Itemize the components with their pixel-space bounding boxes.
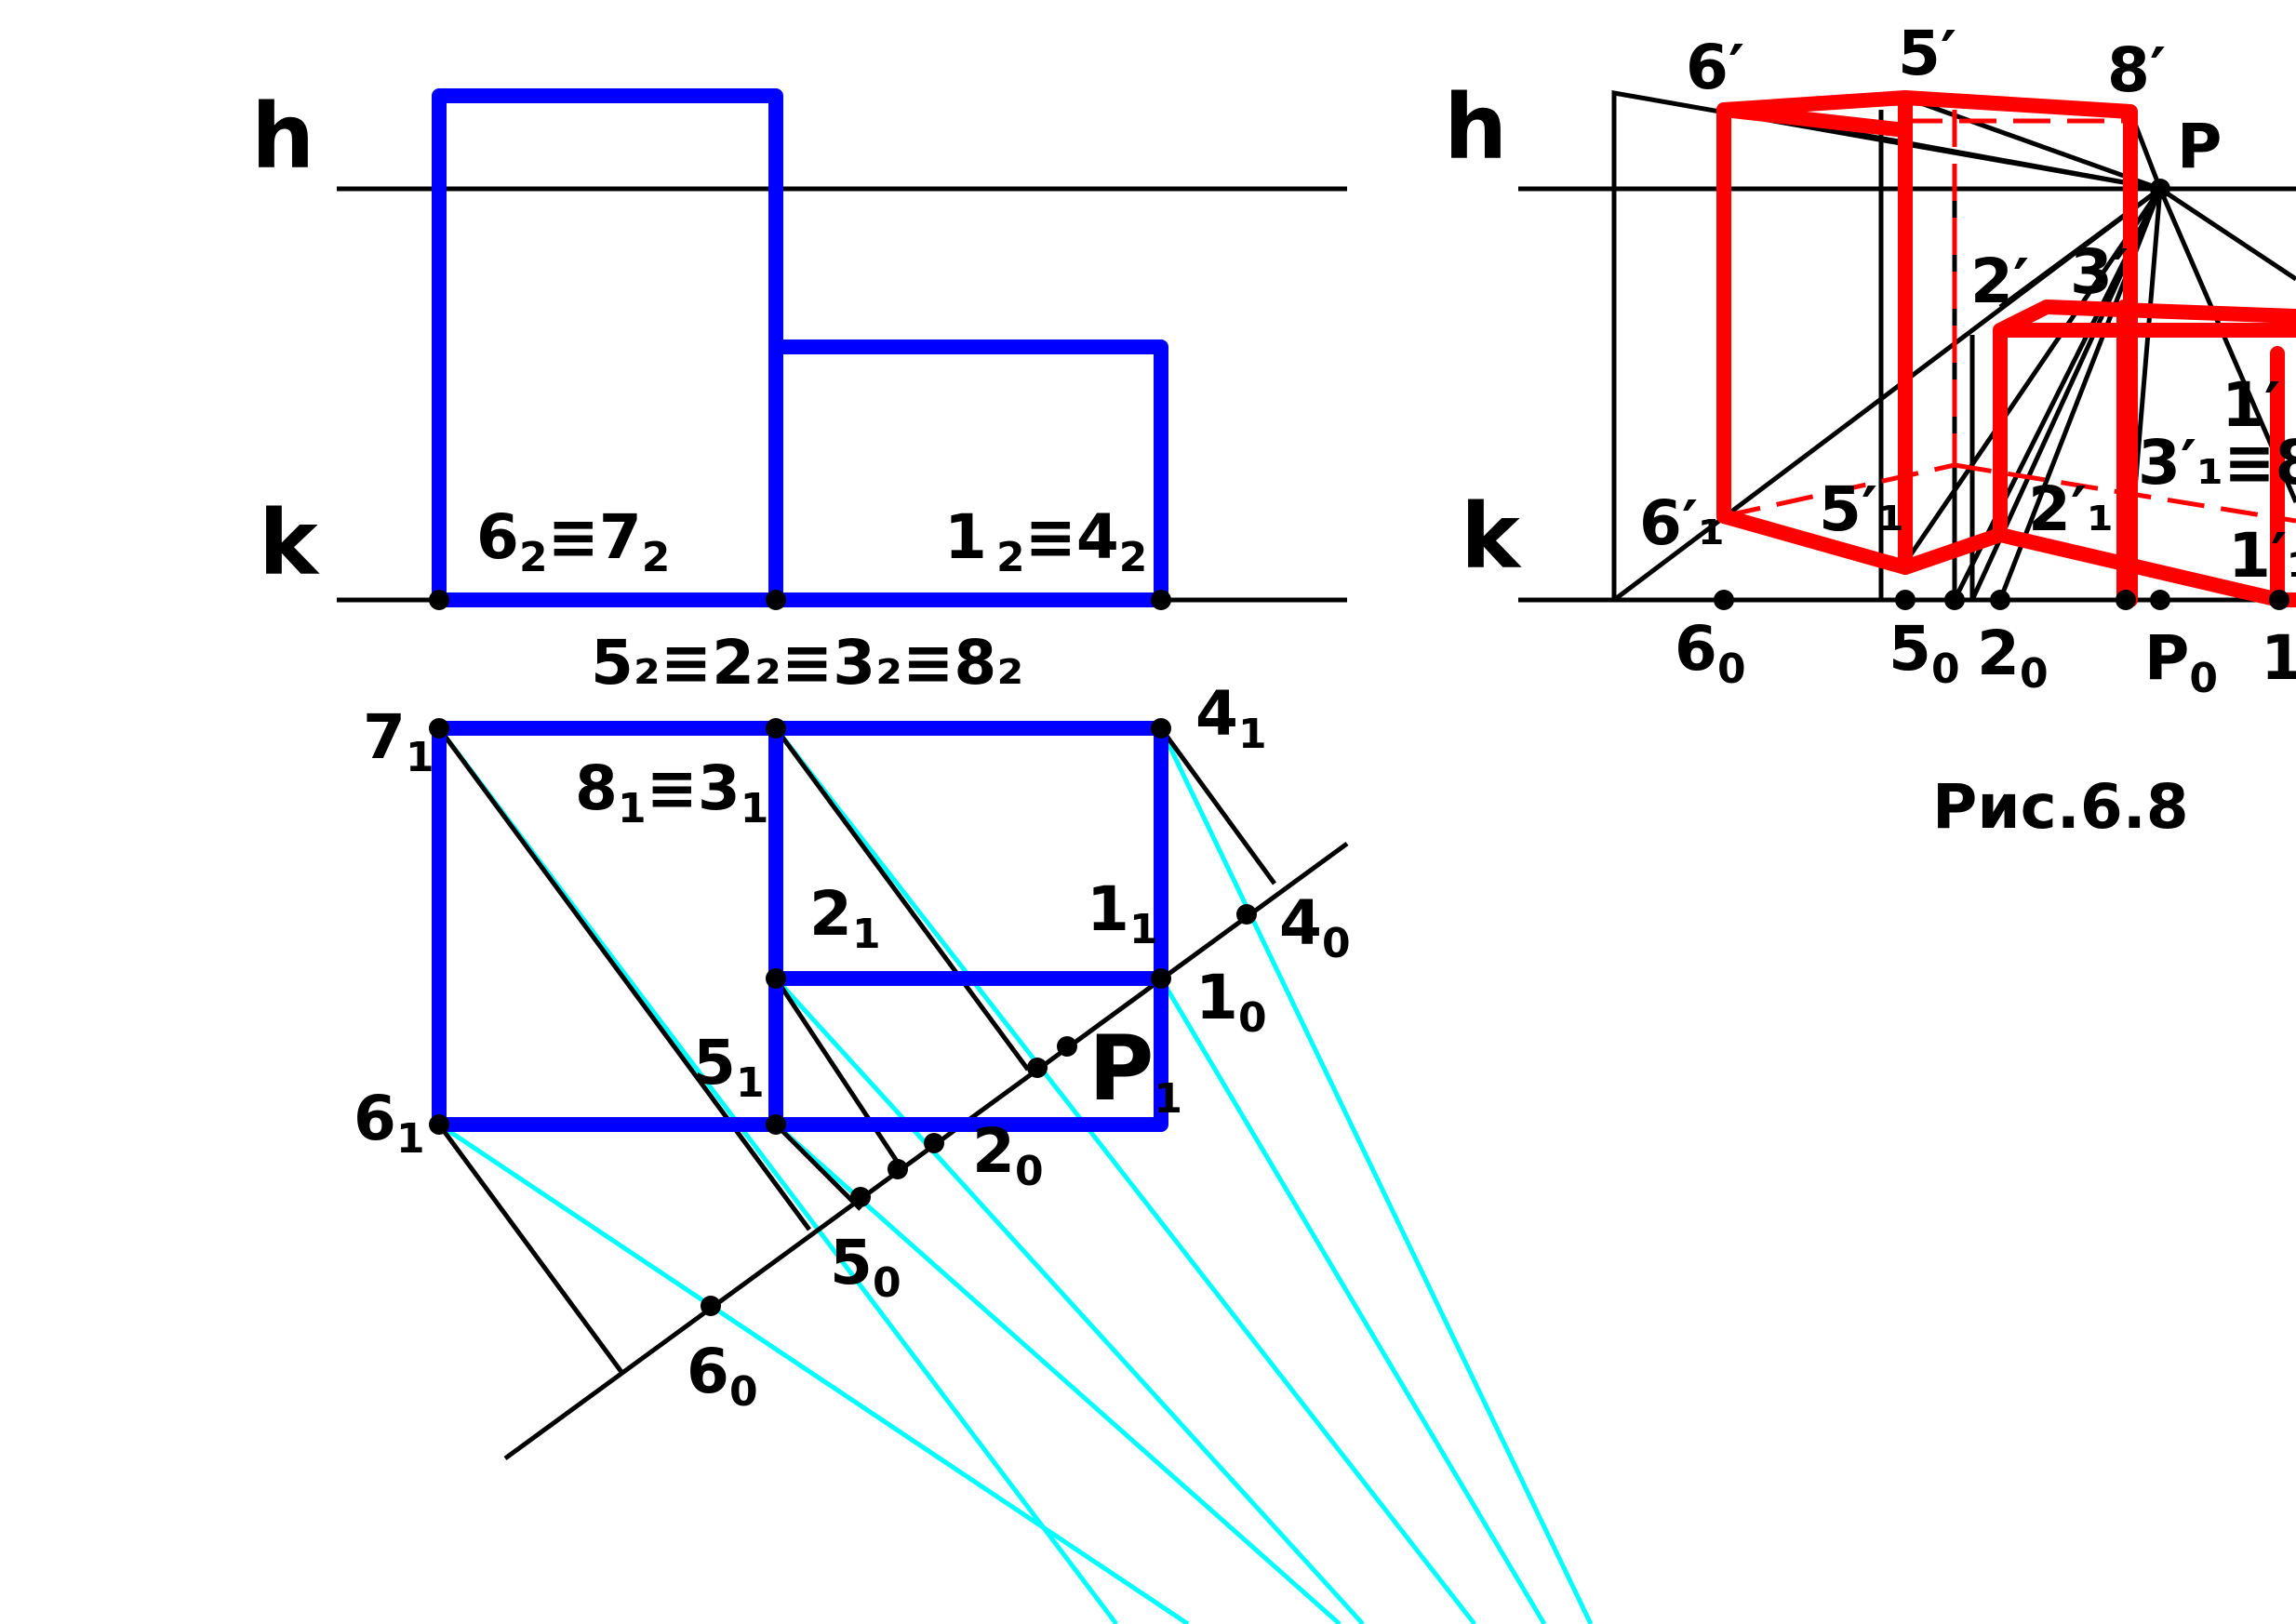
point-6-2 bbox=[429, 590, 449, 610]
label-6-0-r: 60 bbox=[1675, 613, 1746, 693]
point-5-0-r bbox=[1895, 590, 1916, 610]
ray-4 bbox=[1158, 726, 1594, 1624]
low-block-top bbox=[1993, 300, 2296, 338]
point-1-0-r bbox=[2269, 590, 2289, 610]
projector-7 bbox=[436, 726, 812, 1231]
point-5-0 bbox=[850, 1187, 871, 1207]
projector-8 bbox=[773, 726, 1031, 1072]
point-7-1 bbox=[429, 718, 449, 739]
ray-6 bbox=[437, 1122, 1190, 1624]
right-view: h k 6′ 5′ 8′ P 2′ 3′ 1′ 3′₁≡8′ 6′₁ 5′₁ 2… bbox=[1444, 18, 2296, 843]
point-P-0-r bbox=[2150, 590, 2170, 610]
point-2-1 bbox=[766, 968, 786, 989]
label-7-1: 71 bbox=[363, 701, 434, 781]
point-x-0-r bbox=[1944, 590, 1965, 610]
picture-plane-trace bbox=[503, 841, 1349, 1461]
figure-caption: Рис.6.8 bbox=[1932, 771, 2189, 843]
projector-5 bbox=[774, 1123, 862, 1211]
label-P: P bbox=[2177, 111, 2222, 182]
label-6-1-prime: 6′₁ bbox=[1639, 487, 1725, 559]
label-6-2: 62≡72 bbox=[476, 501, 670, 581]
ray-5 bbox=[774, 1123, 1342, 1624]
label-2-1-prime: 2′₁ bbox=[2028, 473, 2114, 545]
point-P-1 bbox=[1057, 1036, 1077, 1057]
ray-2 bbox=[774, 977, 1365, 1624]
point-2-0 bbox=[924, 1133, 944, 1153]
plan-outline bbox=[432, 721, 1168, 1132]
right-points bbox=[1714, 179, 2289, 610]
perspective-solid bbox=[1716, 90, 2296, 607]
point-4-1 bbox=[1151, 718, 1171, 739]
label-3-prime: 3′ bbox=[2070, 236, 2129, 308]
ray-51-to-P bbox=[1902, 187, 2163, 565]
point-1-1 bbox=[1151, 968, 1171, 989]
ray-5-to-P bbox=[1904, 95, 2161, 192]
label-4-0: 40 bbox=[1279, 887, 1351, 967]
label-1-prime: 1′ bbox=[2222, 369, 2280, 441]
point-6-0-r bbox=[1714, 590, 1734, 610]
label-P-0-r: P0 bbox=[2144, 622, 2218, 702]
label-6-prime: 6′ bbox=[1686, 32, 1744, 103]
label-6-1: 61 bbox=[354, 1083, 425, 1163]
label-4-1: 41 bbox=[1195, 678, 1267, 758]
label-1-1-prime: 1′₁ bbox=[2228, 520, 2296, 592]
point-P bbox=[2150, 179, 2170, 199]
label-h-right: h bbox=[1444, 75, 1507, 180]
label-5-0-r: 50 bbox=[1889, 613, 1960, 693]
label-2-1: 21 bbox=[809, 878, 881, 958]
label-2-0-r: 20 bbox=[1977, 618, 2049, 698]
label-6-0: 60 bbox=[687, 1336, 758, 1416]
label-1-0: 10 bbox=[1195, 962, 1267, 1042]
ray-P-right bbox=[2158, 186, 2296, 282]
label-2-prime: 2′ bbox=[1970, 246, 2029, 317]
point-5-1 bbox=[766, 1114, 786, 1135]
label-3-1-prime: 3′₁≡8′ bbox=[2138, 427, 2296, 499]
point-6-1 bbox=[429, 1114, 449, 1135]
label-5-prime: 5′ bbox=[1898, 18, 1956, 89]
ray-8 bbox=[774, 726, 1476, 1624]
label-8-1: 81≡31 bbox=[575, 752, 768, 832]
left-points bbox=[429, 590, 1257, 1316]
point-5-2 bbox=[766, 590, 786, 610]
label-h-left: h bbox=[251, 85, 314, 189]
label-2-0: 20 bbox=[972, 1115, 1044, 1195]
tall-block-top-front bbox=[1716, 102, 1913, 138]
label-1-1: 11 bbox=[1087, 873, 1158, 953]
point-3-0 bbox=[888, 1159, 908, 1179]
label-k-right: k bbox=[1461, 485, 1522, 589]
label-5-1-prime: 5′₁ bbox=[1819, 473, 1904, 545]
point-2-0-r bbox=[1990, 590, 2010, 610]
ray-1 bbox=[1158, 977, 1547, 1624]
label-8-prime: 8′ bbox=[2107, 34, 2166, 106]
tall-block-base bbox=[1716, 509, 2008, 575]
point-8-0-r bbox=[2116, 590, 2136, 610]
point-8-1 bbox=[766, 718, 786, 739]
label-P-1: P1 bbox=[1088, 1017, 1182, 1123]
label-5-1: 51 bbox=[693, 1027, 765, 1107]
label-1-r: 1 bbox=[2261, 622, 2296, 694]
point-4-0 bbox=[1236, 904, 1257, 925]
point-1-2 bbox=[1151, 590, 1171, 610]
projector-2 bbox=[773, 977, 901, 1165]
projector-4 bbox=[1158, 726, 1277, 885]
label-5-0: 50 bbox=[830, 1227, 901, 1307]
label-k-left: k bbox=[259, 491, 320, 595]
hidden-edge-base-1 bbox=[1723, 462, 1956, 519]
point-6-0 bbox=[701, 1296, 721, 1316]
point-8-0 bbox=[1027, 1058, 1048, 1078]
projector-6 bbox=[436, 1123, 624, 1374]
label-5-2-chain: 5₂≡2₂≡3₂≡8₂ bbox=[591, 627, 1023, 699]
